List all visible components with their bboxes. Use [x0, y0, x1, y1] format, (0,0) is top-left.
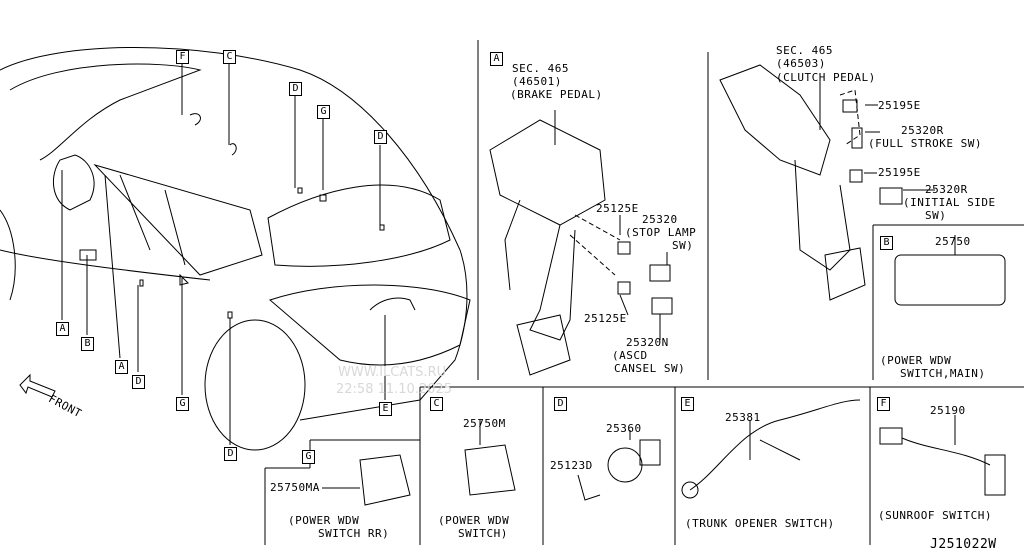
callout-f[interactable]: F — [176, 50, 189, 64]
part-25320r-desc: (INITIAL SIDE — [903, 196, 996, 209]
panel-f-letter: F — [877, 397, 890, 411]
part-25190[interactable]: 25190 — [930, 404, 966, 417]
callout-e[interactable]: E — [379, 402, 392, 416]
callout-d[interactable]: D — [132, 375, 145, 389]
part-25320r[interactable]: 25320R — [901, 124, 944, 137]
panel-dividers — [264, 40, 1024, 545]
part-25381[interactable]: 25381 — [725, 411, 761, 424]
panel-e-letter: E — [681, 397, 694, 411]
callout-g[interactable]: G — [176, 397, 189, 411]
callout-a[interactable]: A — [56, 322, 69, 336]
part-25750ma-desc2: SWITCH RR) — [318, 527, 390, 540]
callout-a[interactable]: A — [115, 360, 128, 374]
callout-d[interactable]: D — [374, 130, 387, 144]
part-25320-desc: (STOP LAMP — [625, 226, 697, 239]
part-illustrations — [322, 235, 1006, 506]
watermark-timestamp: 22:58 11.10.2025 — [336, 382, 453, 397]
clutch-pedal-illustration — [719, 64, 935, 301]
part-25750m-desc: (POWER WDW — [438, 514, 510, 527]
car-illustration — [0, 47, 471, 451]
part-25750[interactable]: 25750 — [935, 235, 971, 248]
part-25750ma-desc: (POWER WDW — [288, 514, 360, 527]
part-25750m[interactable]: 25750M — [463, 417, 506, 430]
part-25360[interactable]: 25360 — [606, 422, 642, 435]
part-25190-desc: (SUNROOF SWITCH) — [878, 509, 992, 522]
brake-pedal-illustration — [489, 110, 673, 376]
diagram-id: J251022W — [930, 537, 997, 552]
part-25320r-desc: (FULL STROKE SW) — [868, 137, 982, 150]
panel-c-letter: C — [430, 397, 443, 411]
part-25750m-desc2: SWITCH) — [458, 527, 508, 540]
part-25320n-desc: (ASCD — [612, 349, 648, 362]
part-25750-desc: (POWER WDW — [880, 354, 952, 367]
brake-sec: SEC. 465 — [512, 62, 569, 75]
clutch-sec-name: (CLUTCH PEDAL) — [776, 71, 876, 84]
brake-sec-code: (46501) — [512, 75, 562, 88]
part-25320[interactable]: 25320 — [642, 213, 678, 226]
callout-d[interactable]: D — [224, 447, 237, 461]
part-25320r[interactable]: 25320R — [925, 183, 968, 196]
watermark-site: WWW.ILCATS.RU — [338, 365, 447, 380]
callout-g[interactable]: G — [317, 105, 330, 119]
brake-sec-name: (BRAKE PEDAL) — [510, 88, 603, 101]
part-25750-desc2: SWITCH,MAIN) — [900, 367, 986, 380]
part-25125e[interactable]: 25125E — [584, 312, 627, 325]
callout-c[interactable]: C — [223, 50, 236, 64]
part-25381-desc: (TRUNK OPENER SWITCH) — [685, 517, 835, 530]
part-25195e[interactable]: 25195E — [878, 166, 921, 179]
clutch-sec: SEC. 465 — [776, 44, 833, 57]
panel-g-letter: G — [302, 450, 315, 464]
part-25750ma[interactable]: 25750MA — [270, 481, 320, 494]
callout-d[interactable]: D — [289, 82, 302, 96]
part-25195e[interactable]: 25195E — [878, 99, 921, 112]
panel-d-letter: D — [554, 397, 567, 411]
part-25320n-desc2: CANSEL SW) — [614, 362, 686, 375]
part-25320r-desc2: SW) — [925, 209, 947, 222]
panel-a-letter: A — [490, 52, 503, 66]
part-25320-desc2: SW) — [672, 239, 694, 252]
panel-b-letter: B — [880, 236, 893, 250]
callout-b[interactable]: B — [81, 337, 94, 351]
clutch-sec-code: (46503) — [776, 57, 826, 70]
part-25125e[interactable]: 25125E — [596, 202, 639, 215]
part-25123d[interactable]: 25123D — [550, 459, 593, 472]
part-25320n[interactable]: 25320N — [626, 336, 669, 349]
